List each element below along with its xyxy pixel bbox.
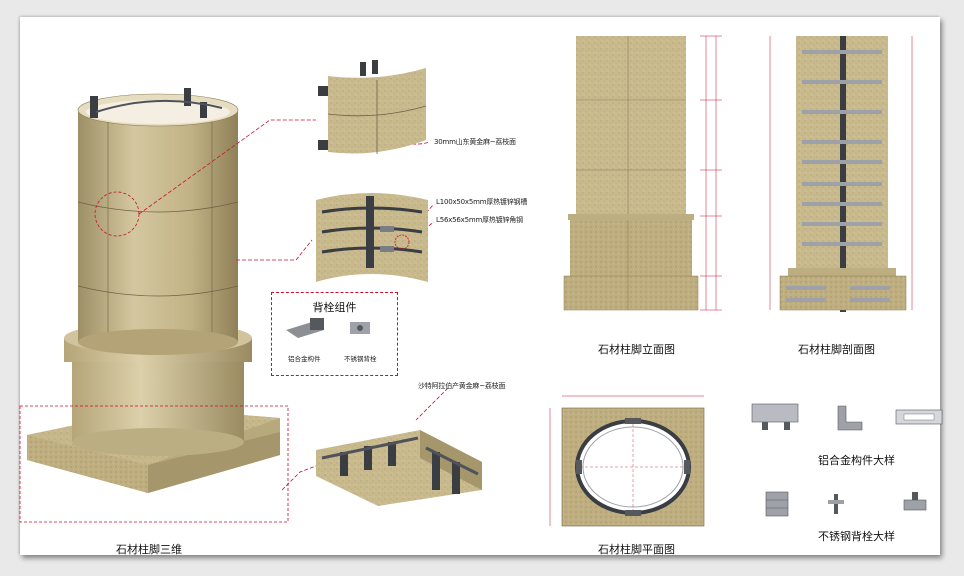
- column-3d-view: [19, 88, 289, 523]
- anchor-group-icons: [286, 318, 370, 338]
- anchor-group-title: 背栓组件: [312, 301, 357, 314]
- alu-detail-drawings: [751, 403, 943, 431]
- anchor-item-aluminum: 铝合金构件: [288, 355, 321, 363]
- base-connection-detail: [316, 430, 482, 506]
- title-plan-view: 石材柱脚平面图: [598, 543, 675, 556]
- title-steel-detail: 不锈钢背栓大样: [818, 530, 895, 543]
- base-detail-box: [19, 405, 289, 523]
- section-view: [769, 36, 913, 312]
- steel-frame-detail: [316, 193, 428, 282]
- steel-detail-drawings: [765, 491, 927, 517]
- title-alu-detail: 铝合金构件大样: [818, 454, 895, 467]
- annotation-angle-steel-1: L100x50x5mm厚热镀锌钢槽: [436, 198, 528, 206]
- stone-panel-detail: [318, 60, 427, 154]
- plan-view: [549, 395, 705, 527]
- annotation-stone-panel: 30mm山东黄金麻~荔枝面: [434, 138, 516, 146]
- title-section-view: 石材柱脚剖面图: [798, 343, 875, 356]
- plinth-front: [27, 435, 148, 493]
- title-3d-view: 石材柱脚三维: [116, 543, 182, 556]
- annotation-base-stone: 沙特阿拉伯产黄金麻~荔枝面: [418, 382, 506, 390]
- elevation-view: [563, 35, 722, 311]
- column-shaft: [78, 110, 238, 342]
- title-elevation-view: 石材柱脚立面图: [598, 343, 675, 356]
- plinth-side: [148, 432, 280, 493]
- annotation-angle-steel-2: L56x56x5mm厚热镀锌角钢: [436, 216, 523, 224]
- anchor-item-stainless: 不锈钢背栓: [344, 355, 377, 363]
- anchor-group-box: 背栓组件 铝合金构件 不锈钢背栓: [271, 292, 398, 376]
- base-drum: [72, 350, 244, 442]
